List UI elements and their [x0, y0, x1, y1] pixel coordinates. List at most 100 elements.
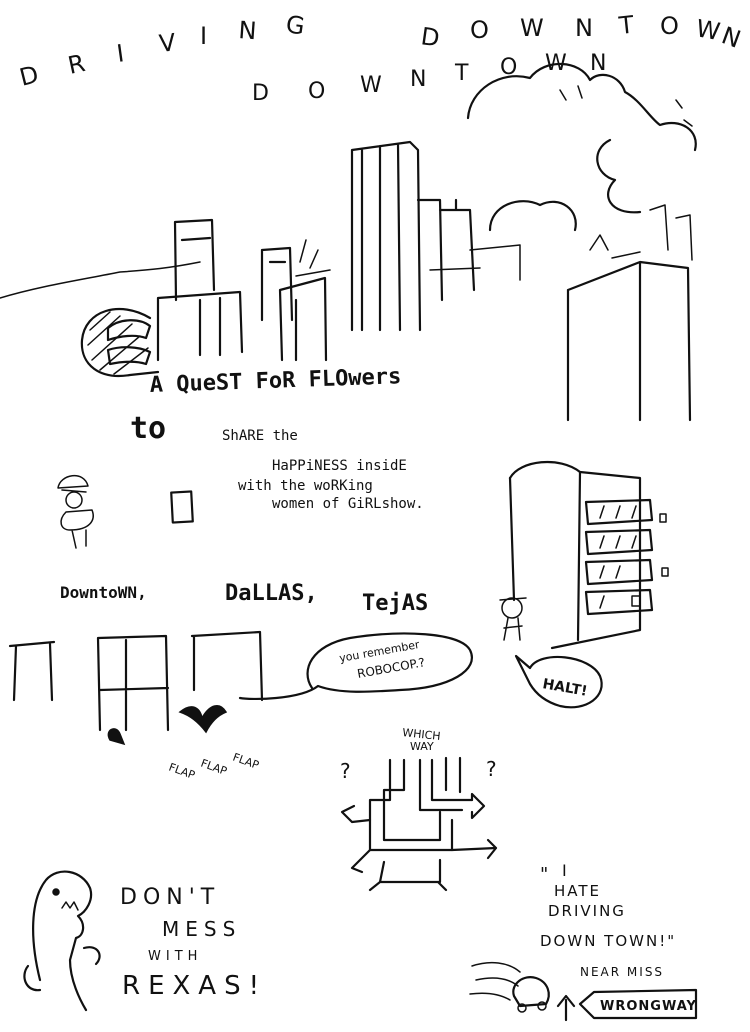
title-letter: V — [158, 28, 178, 58]
cloud-detail — [559, 85, 693, 127]
title-letter: T — [617, 11, 636, 41]
monster-jaw — [106, 346, 152, 366]
tower — [350, 140, 422, 332]
question-mark: ? — [340, 759, 351, 783]
arrow — [340, 804, 372, 824]
up-arrow — [556, 994, 576, 1022]
cloud — [488, 200, 577, 232]
building-outline — [508, 470, 582, 642]
quest-to: to — [130, 411, 166, 446]
window — [584, 588, 654, 616]
arrow — [450, 838, 498, 860]
rexas-line: DON'T — [120, 885, 220, 910]
title-letter: W — [360, 73, 382, 98]
figure-hat — [57, 475, 89, 493]
robocop-doodle — [499, 597, 527, 641]
which-way-maze: WHICH WAY ? ? — [340, 726, 498, 892]
building-facade — [96, 634, 170, 732]
figure-body — [60, 509, 94, 549]
quest-heading: A QueST FoR FLOwers — [149, 364, 401, 398]
quest-text: A QueST FoR FLOwers to ShARE the HaPPiNE… — [130, 364, 424, 512]
dino-teeth — [61, 901, 79, 911]
title-letter: N — [718, 21, 744, 53]
flap-word: FLAP — [199, 757, 229, 779]
title-letter: D — [17, 60, 42, 92]
title-letter: O — [308, 79, 325, 104]
title-letter: R — [65, 49, 87, 80]
rexas-line: WITH — [148, 949, 202, 964]
speech-bubble-halt: HALT! — [514, 654, 603, 709]
horizon-line — [0, 261, 201, 299]
title-letter: D — [252, 81, 269, 106]
maze-paths — [368, 756, 474, 852]
window-detail — [599, 505, 637, 609]
title-letter: G — [284, 10, 306, 40]
title-letter: O — [500, 55, 517, 80]
building — [260, 246, 294, 322]
title: D R I V I N G D O W N T O W N D O W N T … — [17, 10, 745, 106]
dino-arm — [23, 946, 101, 992]
rooftop-detail — [589, 204, 693, 261]
quote-line: I — [562, 861, 567, 880]
title-letter: I — [115, 39, 126, 68]
location-dallas: DaLLAS, — [225, 581, 318, 606]
monster-jaw — [106, 319, 152, 342]
quote-line: HATE — [554, 882, 601, 900]
flap-word: FLAP — [167, 761, 197, 783]
monster-head — [80, 307, 160, 378]
rexas-text: DON'T MESS WITH REXAS! — [120, 885, 267, 1001]
which-way-label: WHICH — [402, 726, 442, 743]
skyline-drawing — [0, 62, 697, 422]
car-wheel — [537, 1001, 547, 1011]
dino-eye — [52, 888, 60, 896]
title-letter: N — [238, 16, 258, 45]
quest-line: women of GiRLshow. — [272, 496, 424, 512]
title-letter: W — [520, 14, 544, 42]
quest-line: HaPPiNESS insidE — [272, 458, 407, 474]
sign-outline — [578, 988, 698, 1020]
arrow — [470, 792, 486, 820]
sign-text: WRONGWAY — [600, 999, 697, 1014]
title-letter: I — [200, 22, 207, 50]
card-doodle — [170, 490, 194, 524]
bubble-outline — [514, 654, 603, 709]
window — [584, 558, 654, 586]
rexas-line: REXAS! — [122, 971, 267, 1001]
window-detail — [631, 513, 669, 607]
title-letter: O — [470, 16, 489, 44]
bubble-outline — [238, 632, 473, 701]
building-facade — [190, 630, 264, 702]
quote-line: DOWN TOWN!" — [540, 932, 676, 950]
wrong-way-sign: WRONGWAY — [578, 988, 698, 1020]
street-frame — [8, 640, 56, 702]
which-way-label: WAY — [410, 740, 434, 753]
speech-bubble-robocop: you remember ROBOCOP.? — [238, 632, 473, 701]
bird — [107, 728, 126, 746]
title-letter: N — [590, 51, 606, 76]
flap-text: FLAP FLAP FLAP — [167, 751, 261, 783]
quote-mark: " — [540, 864, 548, 885]
dino-doodle — [23, 870, 101, 1012]
building-outline — [508, 460, 642, 650]
building — [278, 276, 328, 362]
window — [584, 528, 654, 556]
building — [156, 290, 244, 362]
building — [173, 218, 216, 302]
title-letter: O — [660, 12, 679, 40]
title-letter: N — [410, 67, 426, 92]
quote-line: DRIVING — [548, 902, 626, 920]
rexas-line: MESS — [162, 917, 241, 941]
monster-face-doodle — [80, 307, 160, 378]
quest-line: with the woRKing — [238, 478, 373, 494]
figure-doodle — [57, 475, 94, 549]
figure-head — [65, 491, 83, 509]
title-letter: W — [694, 14, 722, 46]
title-letter: T — [454, 61, 469, 86]
monster-hatching — [87, 311, 149, 375]
arrow — [350, 848, 448, 892]
title-letter: D — [419, 22, 441, 52]
window — [584, 498, 654, 526]
building-edge — [429, 244, 521, 281]
location-tejas: TejAS — [362, 591, 428, 616]
